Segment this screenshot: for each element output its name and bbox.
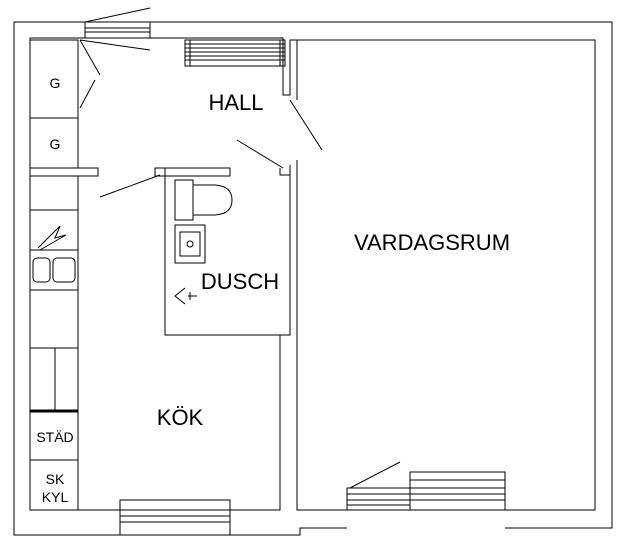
cabinet-label-sk: SK bbox=[46, 471, 65, 487]
cabinet-label-stad: STÄD bbox=[36, 429, 73, 445]
living-room-door bbox=[236, 99, 323, 169]
fridge-cabinet bbox=[29, 459, 79, 511]
entrance-door bbox=[79, 39, 151, 109]
window-living-left bbox=[346, 461, 411, 511]
room-label-hall: HALL bbox=[208, 90, 263, 115]
radiator bbox=[184, 39, 286, 67]
window-living-right bbox=[409, 471, 506, 511]
window-kitchen bbox=[119, 499, 231, 536]
washbasin bbox=[174, 224, 206, 264]
window-top-left bbox=[84, 7, 151, 39]
room-label-vardagsrum: VARDAGSRUM bbox=[354, 230, 510, 255]
cabinet-label-kyl: KYL bbox=[42, 489, 69, 505]
shower-icon bbox=[174, 287, 197, 305]
cabinet-label-g-upper: G bbox=[50, 75, 61, 91]
outer-wall bbox=[13, 21, 613, 536]
toilet bbox=[174, 179, 233, 221]
kitchen-wall-stub bbox=[29, 167, 231, 198]
cabinet-label-g-lower: G bbox=[50, 136, 61, 152]
room-label-dusch: DUSCH bbox=[201, 269, 279, 294]
room-label-kok: KÖK bbox=[157, 405, 204, 430]
kitchen-counter bbox=[29, 175, 79, 412]
